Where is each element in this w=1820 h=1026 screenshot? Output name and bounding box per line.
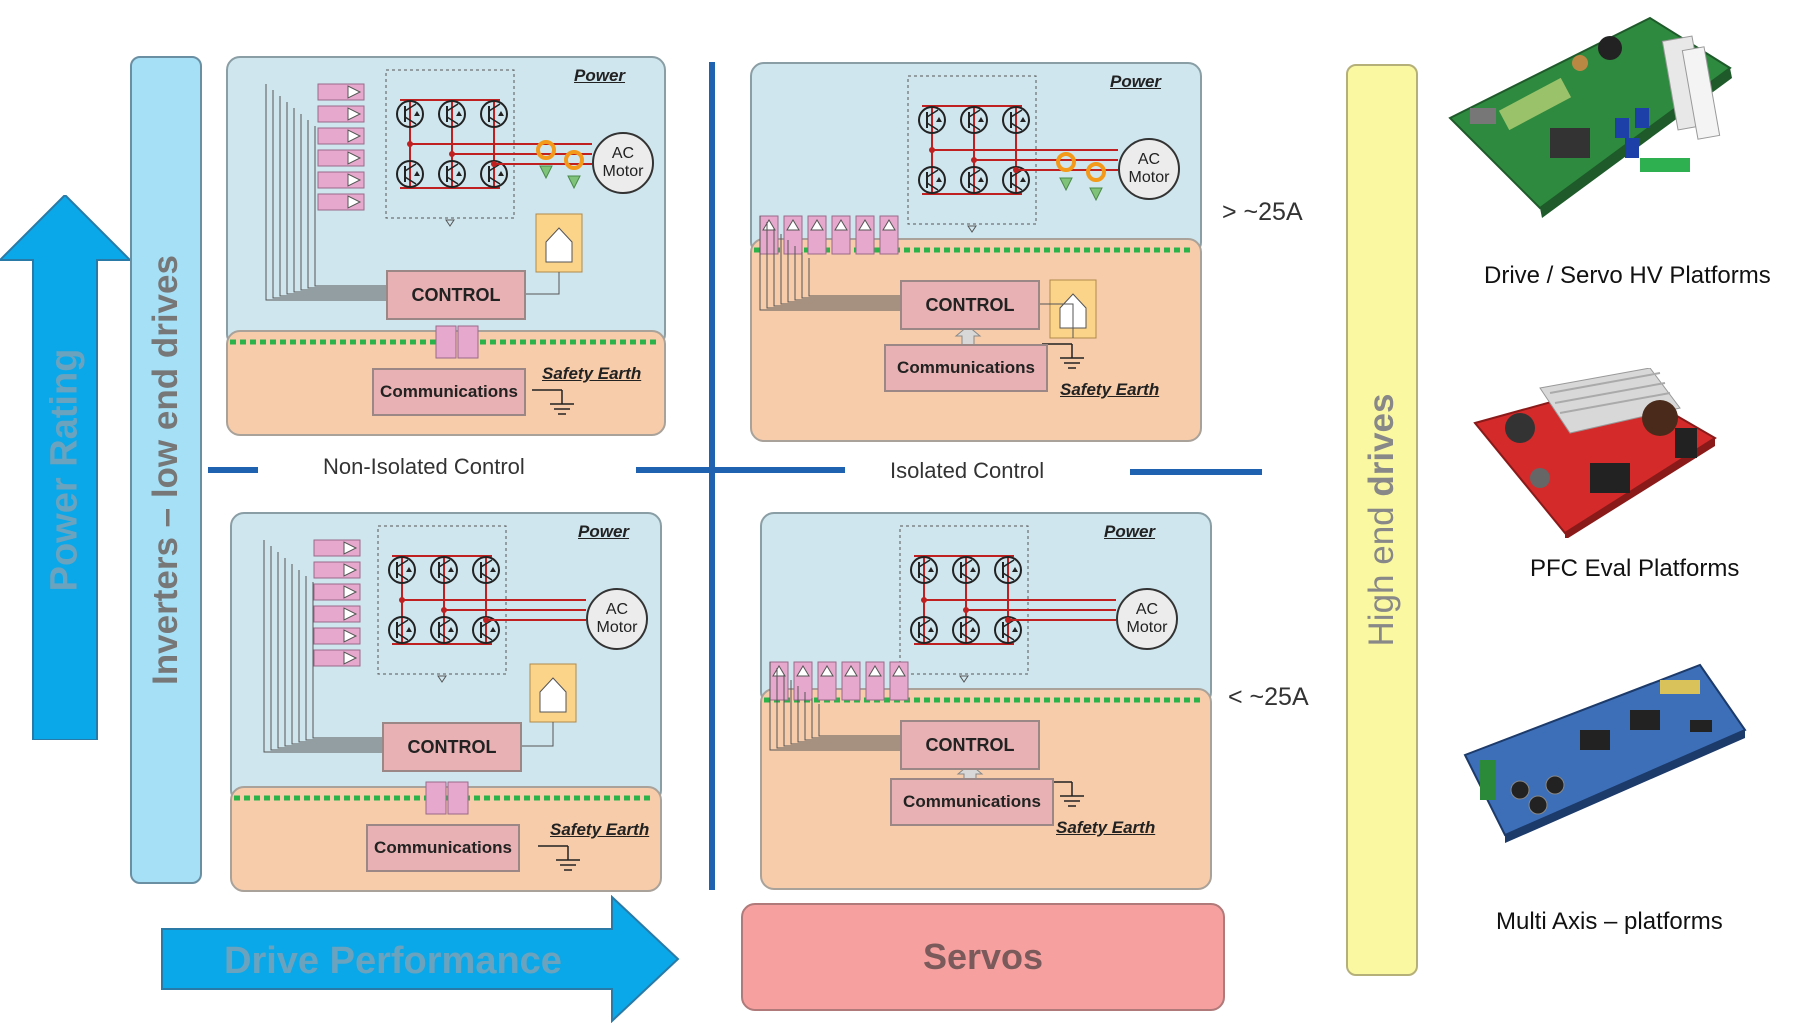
servos-bar: Servos [741, 903, 1225, 1011]
motor-label-line2: Motor [602, 163, 644, 180]
motor-label-line2: Motor [596, 619, 638, 636]
safety-earth-label: Safety Earth [550, 820, 650, 839]
non-isolated-control-label: Non-Isolated Control [323, 454, 525, 479]
communications-block: Communications [890, 778, 1054, 826]
safety-earth-label: Safety Earth [1056, 818, 1156, 837]
power-label: Power [578, 522, 630, 541]
control-stage-zone [750, 238, 1202, 442]
control-block: CONTROL [900, 280, 1040, 330]
platform-label-pfc: PFC Eval Platforms [1530, 555, 1740, 582]
drive-performance-label: Drive Performance [224, 940, 562, 982]
schematic-wiring [764, 525, 1204, 807]
safety-earth-label: Safety Earth [542, 364, 642, 383]
above-25a-label: > ~25A [1222, 198, 1303, 226]
motor-label-line2: Motor [1126, 619, 1168, 636]
power-label: Power [1104, 522, 1156, 541]
motor-label-line2: Motor [1128, 169, 1170, 186]
multi-axis-board-image [1463, 663, 1747, 843]
motor-label-line1: AC [611, 145, 635, 162]
power-label: Power [1110, 72, 1162, 91]
platform-label-drive-servo: Drive / Servo HV Platforms [1484, 262, 1771, 289]
communications-block: Communications [372, 368, 526, 416]
low-end-drives-bar: Inverters – low end drives [130, 56, 202, 884]
drive-servo-hv-board-image [1448, 16, 1732, 218]
pfc-eval-board-image [1473, 368, 1717, 538]
schematic-wiring [230, 69, 658, 415]
safety-earth-label: Safety Earth [1060, 380, 1160, 399]
schematic-wiring [754, 75, 1194, 369]
below-25a-label: < ~25A [1228, 683, 1309, 711]
platform-label-multi-axis: Multi Axis – platforms [1496, 908, 1723, 935]
motor-label-line1: AC [1135, 601, 1159, 618]
schematic-wiring [234, 525, 654, 871]
drive-performance-arrow [161, 895, 680, 1023]
communications-block: Communications [366, 824, 520, 872]
motor-label-line1: AC [605, 601, 629, 618]
control-block: CONTROL [900, 720, 1040, 770]
control-block: CONTROL [386, 270, 526, 320]
communications-block: Communications [884, 344, 1048, 392]
high-end-drives-bar: High end drives [1346, 64, 1418, 976]
motor-label-line1: AC [1137, 151, 1161, 168]
control-block: CONTROL [382, 722, 522, 772]
power-rating-arrow [0, 195, 130, 740]
isolated-control-label: Isolated Control [890, 458, 1045, 483]
power-label: Power [574, 66, 626, 85]
